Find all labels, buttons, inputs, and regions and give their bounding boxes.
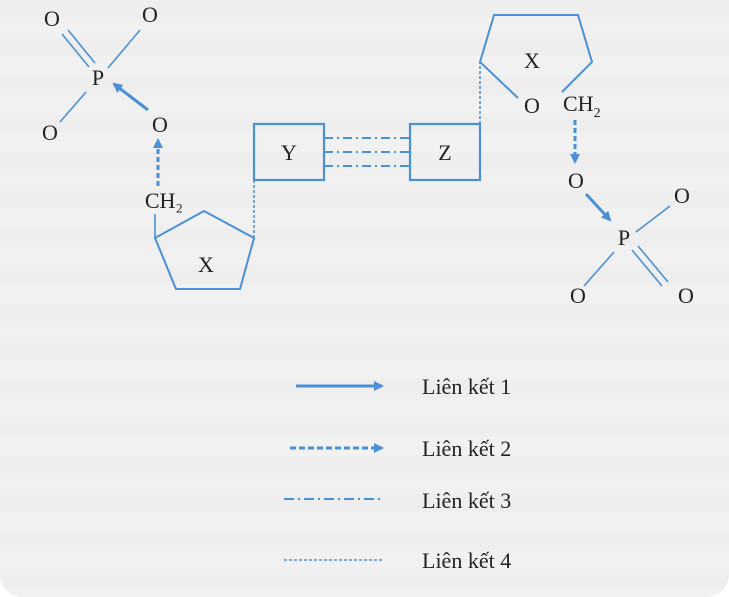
legend: Liên kết 1 Liên kết 2 Liên kết 3 Liên kế… — [284, 374, 511, 573]
atom-ch2: CH₂ — [145, 188, 183, 213]
bond-1-arrow-o-to-p — [112, 82, 149, 112]
right-phosphate-group: P O O O — [570, 183, 694, 308]
bond-p-o-top-left — [61, 33, 90, 68]
legend-item-1: Liên kết 1 — [296, 374, 511, 399]
right-ring-o: O — [524, 93, 540, 118]
right-atom-o-bottom-left: O — [570, 283, 586, 308]
legend-label-1: Liên kết 1 — [422, 374, 511, 399]
bond-1-arrow-o-to-p-right — [584, 192, 612, 222]
bond-p-o-top-right — [107, 29, 141, 69]
atom-o-top-right: O — [142, 2, 158, 27]
left-sugar-label: X — [198, 252, 214, 277]
bond-p-o-bottom-left-right — [583, 251, 615, 287]
box-y-label: Y — [281, 140, 297, 165]
atom-o-bottom-left: O — [42, 120, 58, 145]
box-y: Y — [252, 122, 326, 182]
left-sugar-ring: X — [153, 209, 256, 290]
bond-p-o-right — [635, 205, 671, 233]
box-z: Z — [408, 122, 482, 182]
box-z-label: Z — [438, 140, 451, 165]
bond-3-hydrogen-bonds — [324, 137, 410, 167]
legend-label-2: Liên kết 2 — [422, 436, 511, 461]
atom-o-ester: O — [152, 112, 168, 137]
right-atom-o-right: O — [674, 183, 690, 208]
legend-item-3: Liên kết 3 — [284, 488, 511, 513]
right-atom-p: P — [618, 225, 630, 250]
bond-p-o-bottom-left — [59, 91, 87, 123]
legend-label-3: Liên kết 3 — [422, 488, 511, 513]
legend-item-4: Liên kết 4 — [284, 548, 511, 573]
right-sugar-label: X — [524, 48, 540, 73]
bond-p-o-bottom-right-double — [637, 245, 669, 283]
box-z-rect — [408, 122, 482, 182]
bond-p-o-bottom-right — [631, 249, 663, 287]
bond-p-o-top-left-double — [67, 29, 96, 64]
atom-o-top-left: O — [44, 6, 60, 31]
atom-p: P — [92, 65, 104, 90]
right-sugar-pentagon — [478, 14, 594, 99]
right-atom-o-ester: O — [568, 168, 584, 193]
right-atom-o-bottom-right: O — [678, 283, 694, 308]
legend-item-2: Liên kết 2 — [290, 436, 511, 461]
legend-label-4: Liên kết 4 — [422, 548, 511, 573]
left-sugar-pentagon — [153, 209, 256, 290]
right-ch2: CH2 — [563, 91, 601, 121]
right-sugar-ring: X O — [478, 14, 594, 118]
left-phosphate-group: O O P O O — [42, 2, 168, 145]
